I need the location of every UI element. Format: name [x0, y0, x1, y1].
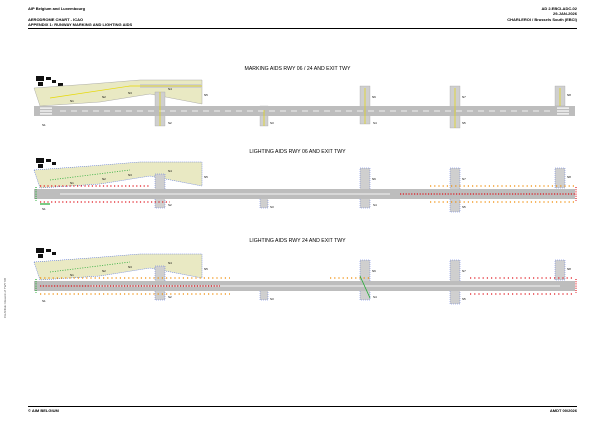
taxi-guidance-lines	[49, 85, 561, 128]
svg-text:N7: N7	[462, 269, 466, 273]
svg-text:S4: S4	[373, 295, 377, 299]
svg-text:N8: N8	[567, 267, 571, 271]
marking-section-title: MARKING AIDS RWY 06 / 24 AND EXIT TWY	[244, 66, 351, 72]
publication-date: 29-JAN-2026	[552, 11, 577, 16]
svg-text:N4: N4	[168, 261, 172, 265]
svg-text:N4: N4	[168, 87, 172, 91]
svg-text:S2: S2	[168, 121, 172, 125]
svg-text:N3: N3	[128, 173, 132, 177]
svg-text:N6: N6	[372, 269, 376, 273]
svg-text:N6: N6	[372, 95, 376, 99]
svg-text:N7: N7	[462, 95, 466, 99]
svg-text:N5: N5	[204, 93, 208, 97]
runway-end-lights	[35, 187, 577, 201]
svg-text:S1: S1	[42, 299, 46, 303]
svg-text:S5: S5	[462, 121, 466, 125]
svg-text:S5: S5	[462, 205, 466, 209]
svg-text:S3: S3	[270, 121, 274, 125]
svg-text:S5: S5	[462, 297, 466, 301]
svg-text:S1: S1	[42, 207, 46, 211]
edge-lights-amber	[430, 185, 575, 203]
svg-text:S4: S4	[373, 203, 377, 207]
aerodrome-name: CHARLEROI / Brussels South (EBCI)	[507, 17, 577, 22]
svg-text:N3: N3	[128, 91, 132, 95]
svg-text:N4: N4	[168, 169, 172, 173]
svg-text:N5: N5	[204, 175, 208, 179]
chart-title: AERODROME CHART - ICAO	[28, 17, 84, 22]
svg-text:N8: N8	[567, 93, 571, 97]
page-reference: AD 2.EBCI-ADC-02	[541, 6, 577, 11]
runway-centreline-lights	[60, 193, 390, 195]
amendment: AMDT 00/2026	[549, 408, 577, 413]
svg-text:N3: N3	[128, 265, 132, 269]
svg-text:S3: S3	[270, 297, 274, 301]
approach-lights-red	[40, 185, 575, 203]
lighting-24-section-title: LIGHTING AIDS RWY 24 AND EXIT TWY	[249, 238, 346, 244]
svg-text:N2: N2	[102, 95, 106, 99]
svg-text:N8: N8	[567, 175, 571, 179]
svg-text:N1: N1	[70, 99, 74, 103]
svg-text:N5: N5	[204, 267, 208, 271]
svg-text:S4: S4	[373, 121, 377, 125]
svg-text:S2: S2	[168, 203, 172, 207]
header-rule	[28, 28, 577, 29]
svg-text:N1: N1	[70, 181, 74, 185]
appendix-title: APPENDIX 1: RUNWAY MARKING AND LIGHTING …	[28, 22, 133, 27]
svg-text:N2: N2	[102, 269, 106, 273]
svg-text:S1: S1	[42, 123, 46, 127]
green-taxiway-lights	[35, 261, 371, 299]
publication-title: AIP Belgium and Luxembourg	[28, 6, 86, 11]
approach-lights-red	[40, 277, 577, 295]
side-change-note: CHANGE: Rework of TWY N8	[3, 277, 7, 318]
green-taxiway-lights	[40, 169, 131, 205]
copyright: © AIM BELGIUM	[28, 408, 59, 413]
footer-rule	[28, 406, 577, 407]
svg-text:N2: N2	[102, 177, 106, 181]
svg-text:S3: S3	[270, 205, 274, 209]
lighting-06-section-title: LIGHTING AIDS RWY 06 AND EXIT TWY	[249, 149, 346, 155]
svg-text:N1: N1	[70, 273, 74, 277]
svg-text:S2: S2	[168, 295, 172, 299]
svg-text:N6: N6	[372, 177, 376, 181]
svg-text:N7: N7	[462, 177, 466, 181]
